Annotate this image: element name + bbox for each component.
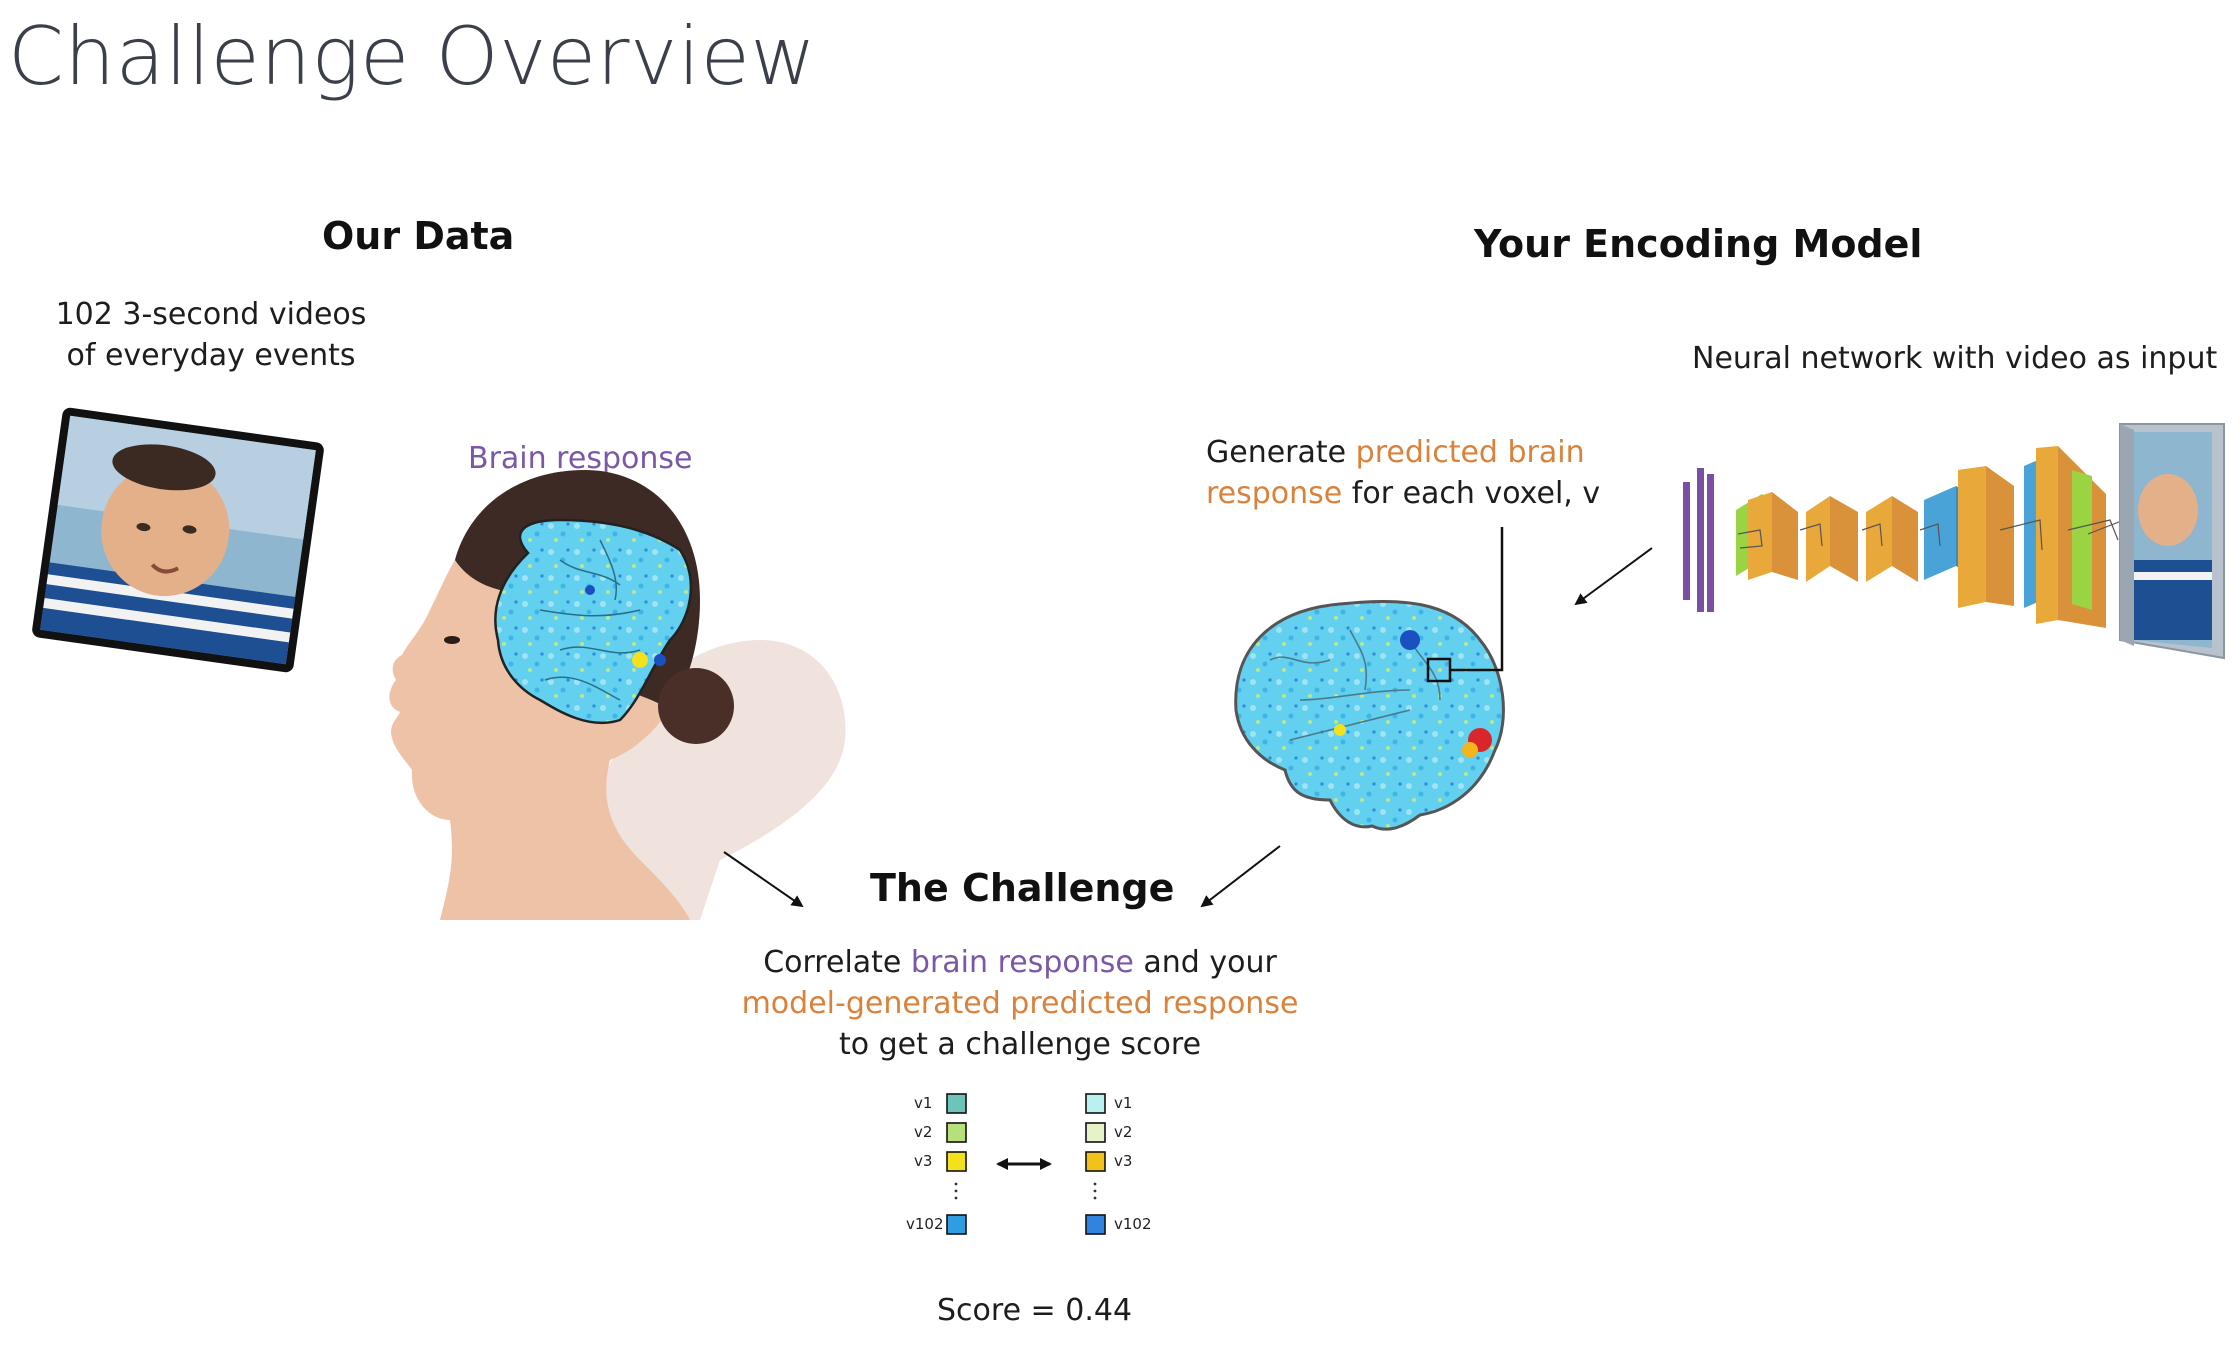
challenge-description: Correlate brain response and your model-… (720, 942, 1320, 1065)
voxel-v3-measured (946, 1151, 967, 1172)
predicted-voxel-column: v1 v2 v3 v102 (1085, 1093, 1152, 1235)
voxel-label-v1-measured: v1 (914, 1094, 932, 1112)
encoding-model-heading: Your Encoding Model (1474, 222, 1923, 266)
generate-suffix: for each voxel, v (1342, 476, 1601, 511)
voxel-v3-predicted (1085, 1151, 1106, 1172)
voxel-label-v3-predicted: v3 (1114, 1152, 1132, 1170)
voxel-v102-measured (946, 1214, 967, 1235)
voxel-v2-predicted (1085, 1122, 1106, 1143)
score-label: Score = 0.44 (937, 1293, 1133, 1328)
challenge-line-2: model-generated predicted response (741, 986, 1299, 1021)
challenge-line-3: to get a challenge score (838, 1027, 1202, 1062)
neural-network-diagram (1683, 423, 2225, 660)
voxel-label-v3-measured: v3 (914, 1152, 932, 1170)
voxel-label-v102-measured: v102 (906, 1215, 944, 1233)
voxel-label-v2-predicted: v2 (1114, 1123, 1132, 1141)
videos-line-1: 102 3-second videos (55, 297, 367, 332)
brain-to-challenge-arrow (723, 851, 804, 908)
network-to-brain-arrow (1574, 547, 1653, 606)
voxel-label-v1-predicted: v1 (1114, 1094, 1132, 1112)
generate-prefix: Generate (1206, 435, 1356, 470)
voxel-label-v102-predicted: v102 (1114, 1215, 1152, 1233)
generate-line-1: Generate predicted brain (1206, 432, 1600, 473)
subject-with-brain (389, 470, 846, 920)
voxel-v2-measured (946, 1122, 967, 1143)
videos-line-2: of everyday events (66, 338, 356, 373)
prediction-to-challenge-arrow (1200, 845, 1281, 908)
generate-highlight-1: predicted brain (1355, 435, 1585, 470)
challenge-line1-highlight: brain response (910, 945, 1134, 980)
video-thumbnail (32, 407, 324, 673)
measured-voxel-column: v1 v2 v3 v102 (906, 1093, 967, 1235)
generate-highlight-2: response (1206, 476, 1343, 511)
our-data-heading: Our Data (322, 214, 515, 258)
generate-description: Generate predicted brain response for ea… (1206, 432, 1600, 514)
network-label: Neural network with video as input (1692, 341, 2218, 376)
voxel-v1-predicted (1085, 1093, 1106, 1114)
page-title: Challenge Overview (8, 10, 817, 103)
generate-line-2: response for each voxel, v (1206, 473, 1600, 514)
videos-description: 102 3-second videos of everyday events (52, 294, 370, 376)
voxel-label-v2-measured: v2 (914, 1123, 932, 1141)
voxel-v1-measured (946, 1093, 967, 1114)
challenge-heading: The Challenge (870, 866, 1175, 910)
voxel-v102-predicted (1085, 1214, 1106, 1235)
challenge-line1-suffix: and your (1133, 945, 1277, 980)
predicted-brain (1234, 527, 1505, 831)
challenge-line1-prefix: Correlate (763, 945, 911, 980)
challenge-line-1: Correlate brain response and your (720, 942, 1320, 983)
